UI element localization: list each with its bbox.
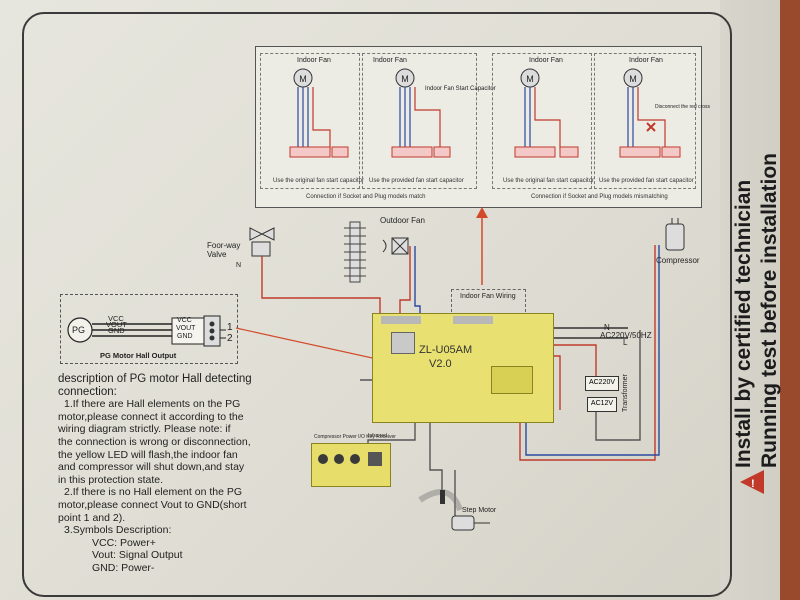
description-line: 1.If there are Hall elements on the PG: [64, 398, 241, 411]
diagram-frame: [22, 12, 732, 597]
control-board: ZL-U05AM V2.0: [372, 313, 554, 423]
description-title-line-2: connection:: [58, 385, 117, 398]
point-2-label: 2: [227, 333, 233, 344]
indoor-fan-wiring-label: Indoor Fan Wiring: [460, 293, 516, 300]
vcc-terminal: VCC: [177, 317, 192, 324]
indicator-labels: Compressor Power I/O Key Receiver: [314, 434, 396, 440]
board-version: V2.0: [429, 358, 452, 370]
led-icon: [318, 454, 328, 464]
description-line: the connection is wrong or disconnection…: [58, 435, 251, 448]
main-wiring: [261, 245, 660, 520]
step-motor-label: Step Motor: [462, 507, 497, 514]
svg-text:M: M: [299, 74, 307, 84]
description-line: 2.If there is no Hall element on the PG: [64, 486, 243, 499]
description-line: motor,please connect it according to the: [58, 410, 244, 423]
receiver-icon: [368, 452, 382, 466]
panel-1-caption: Use the original fan start capacitor: [273, 178, 365, 184]
description-line: and compressor will shut down,and stay: [58, 461, 245, 474]
diagram-panel-2: Indoor Fan Indoor Fan Start Capacitor Us…: [362, 53, 496, 189]
transformer-label: Transformer: [622, 374, 629, 412]
led-icon: [350, 454, 360, 464]
description-line: in this protection state.: [58, 473, 164, 486]
vout-terminal: VOUT: [176, 325, 196, 332]
outdoor-fan-label: Outdoor Fan: [380, 216, 425, 225]
led-icon: [334, 454, 344, 464]
description-line: GND: Power-: [92, 561, 155, 574]
four-way-valve-label: Foor-way Valve: [207, 241, 241, 259]
point-1-label: 1: [227, 322, 233, 333]
ac-input-label: AC220V/50HZ: [600, 331, 652, 340]
pg-output-caption: PG Motor Hall Output: [100, 351, 177, 360]
board-model: ZL-U05AM: [419, 344, 473, 356]
pg-motor-box: [60, 294, 238, 364]
panel-3-caption: Use the original fan start capacitor: [503, 178, 595, 184]
ac12v-box: AC12V: [587, 397, 617, 412]
description-line: point 1 and 2).: [58, 511, 126, 524]
svg-text:M: M: [526, 74, 534, 84]
diagram-panel-1: Indoor Fan Use the original fan start ca…: [260, 53, 364, 189]
pg-motor-diagram: [67, 315, 226, 347]
panel-wires: [297, 87, 666, 150]
infrared-label: Infra-red: [368, 433, 387, 439]
pg-label: PG: [72, 325, 86, 335]
description-line: motor,please connect Vout to GND(short: [58, 498, 247, 511]
gnd-terminal: GND: [177, 333, 193, 340]
disconnect-cross-icon: [646, 122, 656, 132]
relay: [491, 366, 533, 394]
panel-4-fan-label: Indoor Fan: [629, 57, 663, 64]
compressor-icon: [665, 218, 685, 251]
compressor-label: Compressor: [656, 256, 700, 265]
panel-4-note: Disconnect the red cross: [655, 104, 711, 110]
relay: [391, 332, 415, 354]
gnd-label: GND: [108, 326, 125, 335]
svg-text:M: M: [401, 74, 409, 84]
outdoor-fan-icon: [382, 237, 409, 255]
line-n-label: N: [604, 323, 610, 332]
panel-3-fan-label: Indoor Fan: [529, 57, 563, 64]
panel-2-fan-label: Indoor Fan: [373, 57, 407, 64]
indicator-board: Compressor Power I/O Key Receiver: [311, 434, 396, 487]
line-l-label: L: [623, 338, 628, 347]
description-title-line-1: description of PG motor Hall detecting: [58, 373, 252, 385]
box-edge: [780, 0, 800, 600]
description-line: VCC: Power+: [92, 536, 156, 549]
terminal-block: [453, 316, 493, 324]
warning-line-1: Install by certified technician: [732, 179, 755, 468]
description-line: wiring diagram strictly. Please note: if: [58, 423, 231, 436]
diagram-panel-3: Indoor Fan Use the original fan start ca…: [492, 53, 595, 189]
vout-label: VOUT: [106, 320, 127, 329]
ac220v-box: AC220V: [585, 376, 619, 391]
description-line: 3.Symbols Description:: [64, 524, 172, 537]
pg-description: description of PG motor Hall detecting c…: [58, 373, 258, 575]
panel-connectors: [289, 146, 681, 158]
temperature-sensor-icon: [440, 490, 445, 504]
svg-text:!: !: [751, 478, 755, 490]
installation-warning: Install by certified technician Running …: [730, 150, 790, 570]
diagram-panel-4: Indoor Fan Disconnect the red cross Use …: [594, 53, 710, 189]
valve-icon: [249, 227, 275, 257]
group-right-caption: Connection if Socket and Plug models mis…: [531, 194, 668, 200]
fan-motor-icons: [293, 68, 643, 88]
valve-n-label: N: [236, 262, 242, 269]
terminal-block: [381, 316, 421, 324]
warning-triangle-icon: !: [740, 470, 764, 494]
svg-text:M: M: [629, 74, 637, 84]
panel-1-fan-label: Indoor Fan: [297, 57, 331, 64]
radiator-icon: [344, 221, 366, 283]
vcc-label: VCC: [108, 314, 124, 323]
warning-line-2: Running test before installation: [758, 152, 781, 468]
group-left-caption: Connection if Socket and Plug models mat…: [306, 194, 426, 200]
panel-4-caption: Use the provided fan start capacitor: [599, 178, 694, 184]
panel-2-cap-label: Indoor Fan Start Capacitor: [425, 86, 496, 92]
panel-2-caption: Use the provided fan start capacitor: [369, 178, 464, 184]
description-line: Vout: Signal Output: [92, 549, 183, 562]
step-motor-icon: [451, 515, 490, 531]
description-line: the yellow LED will flash,the indoor fan: [58, 448, 238, 461]
